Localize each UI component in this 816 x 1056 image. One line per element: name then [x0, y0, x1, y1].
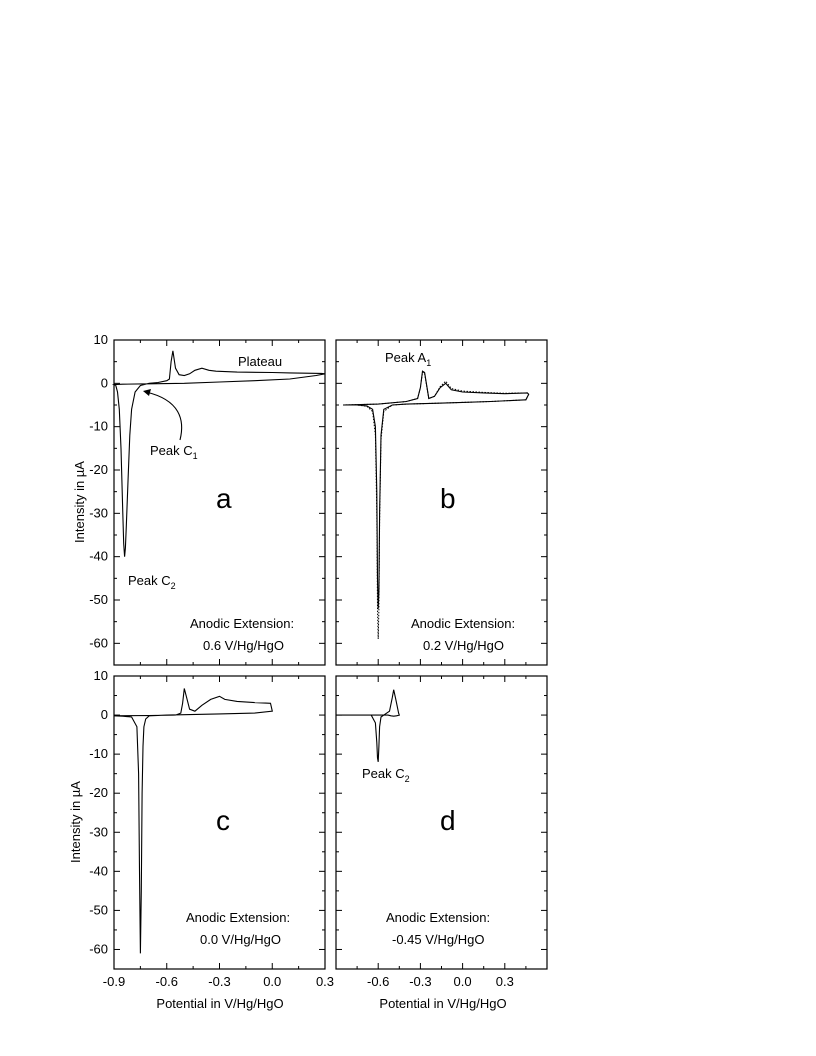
panel-c-extension-value: 0.0 V/Hg/HgO	[200, 932, 281, 947]
panel-a-plot: 10 0 -10 -20 -30 -40 -50 -60	[89, 332, 326, 666]
panel-b-extension-title: Anodic Extension:	[411, 616, 515, 631]
panel-b-series-solid-line	[342, 370, 530, 609]
panel-a-ytick-label: -50	[89, 592, 108, 607]
panel-c-series-solid-line	[113, 688, 273, 954]
panel-d-xlabel: Potential in V/Hg/HgO	[379, 996, 506, 1011]
panel-a-peak-c2-text: Peak C	[128, 573, 171, 588]
panel-d-extension-value: -0.45 V/Hg/HgO	[392, 932, 485, 947]
panel-d-xtick-label: -0.6	[367, 974, 389, 989]
panel-d-peak-c2-label: Peak C2	[362, 766, 410, 784]
panel-b-extension-value: 0.2 V/Hg/HgO	[423, 638, 504, 653]
panel-a-letter: a	[216, 483, 232, 514]
panel-c-ytick-label: -10	[89, 746, 108, 761]
panel-a-ytick-label: -30	[89, 505, 108, 520]
panel-d-peak-c2-text: Peak C	[362, 766, 405, 781]
panel-d-xtick-label: -0.3	[409, 974, 431, 989]
panel-a-peak-c1-sub: 1	[193, 451, 198, 461]
panel-d-series-solid-line	[336, 689, 401, 762]
panel-d-xtick-label: 0.3	[496, 974, 514, 989]
panel-b-peak-a1-label: Peak A1	[385, 350, 431, 368]
panel-a-extension-value: 0.6 V/Hg/HgO	[203, 638, 284, 653]
panel-b-plot	[335, 339, 548, 666]
panel-c-ytick-label: -20	[89, 785, 108, 800]
panel-c-ytick-label: -60	[89, 941, 108, 956]
panel-d-letter: d	[440, 805, 456, 836]
panel-a-peak-c1-text: Peak C	[150, 443, 193, 458]
panel-c-letter: c	[216, 805, 230, 836]
panel-c-xtick-label: -0.9	[103, 974, 125, 989]
panel-b: b Peak A1 Anodic Extension: 0.2 V/Hg/HgO	[335, 339, 548, 666]
panel-a-ytick-label: 10	[94, 332, 108, 347]
panel-c-xtick-label: 0.0	[263, 974, 281, 989]
panel-a-ytick-label: -10	[89, 419, 108, 434]
panel-d-plot: -0.6 -0.3 0.0 0.3	[335, 675, 548, 989]
panel-c-extension-title: Anodic Extension:	[186, 910, 290, 925]
panel-c-xtick-label: -0.3	[208, 974, 230, 989]
panel-c-ylabel: Intensity in µA	[68, 781, 83, 863]
panel-a-peak-c2-label: Peak C2	[128, 573, 176, 591]
panel-a-series-solid-line	[111, 350, 326, 557]
panel-c-ytick-label: -30	[89, 824, 108, 839]
panel-b-peak-a1-text: Peak A	[385, 350, 427, 365]
panel-a-ytick-label: 0	[101, 375, 108, 390]
panel-a-arrowhead	[143, 389, 151, 396]
panel-c: c Anodic Extension: 0.0 V/Hg/HgO Intensi…	[68, 675, 326, 1011]
panel-b-peak-a1-sub: 1	[426, 358, 431, 368]
panel-a-ylabel: Intensity in µA	[72, 461, 87, 543]
panel-c-ytick-label: 0	[101, 707, 108, 722]
panel-c-plot: 10 0 -10 -20 -30 -40 -50 -60 -0.9 -0.6 -0.3 0.0 0.3	[89, 668, 334, 989]
panel-a-ytick-label: -20	[89, 462, 108, 477]
panel-b-letter: b	[440, 483, 456, 514]
panel-a-peak-c1-label: Peak C1	[150, 443, 198, 461]
panel-d-extension-title: Anodic Extension:	[386, 910, 490, 925]
panel-c-ytick-label: -40	[89, 863, 108, 878]
panel-c-xtick-label: 0.3	[316, 974, 334, 989]
panel-c-xtick-label: -0.6	[156, 974, 178, 989]
panel-c-xlabel: Potential in V/Hg/HgO	[156, 996, 283, 1011]
panel-a-ytick-label: -40	[89, 549, 108, 564]
panel-c-ytick-label: 10	[94, 668, 108, 683]
panel-c-ytick-label: -50	[89, 902, 108, 917]
panel-b-series-dotted-line	[342, 371, 530, 640]
panel-a: a Plateau Peak C1 Peak C2 Anodic Extensi…	[72, 339, 326, 666]
panel-a-arrow	[145, 391, 183, 441]
panel-a-plateau-label: Plateau	[238, 354, 282, 369]
panel-a-peak-c2-sub: 2	[171, 581, 176, 591]
panel-a-ytick-label: -60	[89, 635, 108, 650]
panel-d-xtick-label: 0.0	[454, 974, 472, 989]
panel-d: d Peak C2 Anodic Extension: -0.45 V/Hg/H…	[335, 675, 548, 1011]
panel-d-peak-c2-sub: 2	[405, 774, 410, 784]
panel-a-extension-title: Anodic Extension:	[190, 616, 294, 631]
